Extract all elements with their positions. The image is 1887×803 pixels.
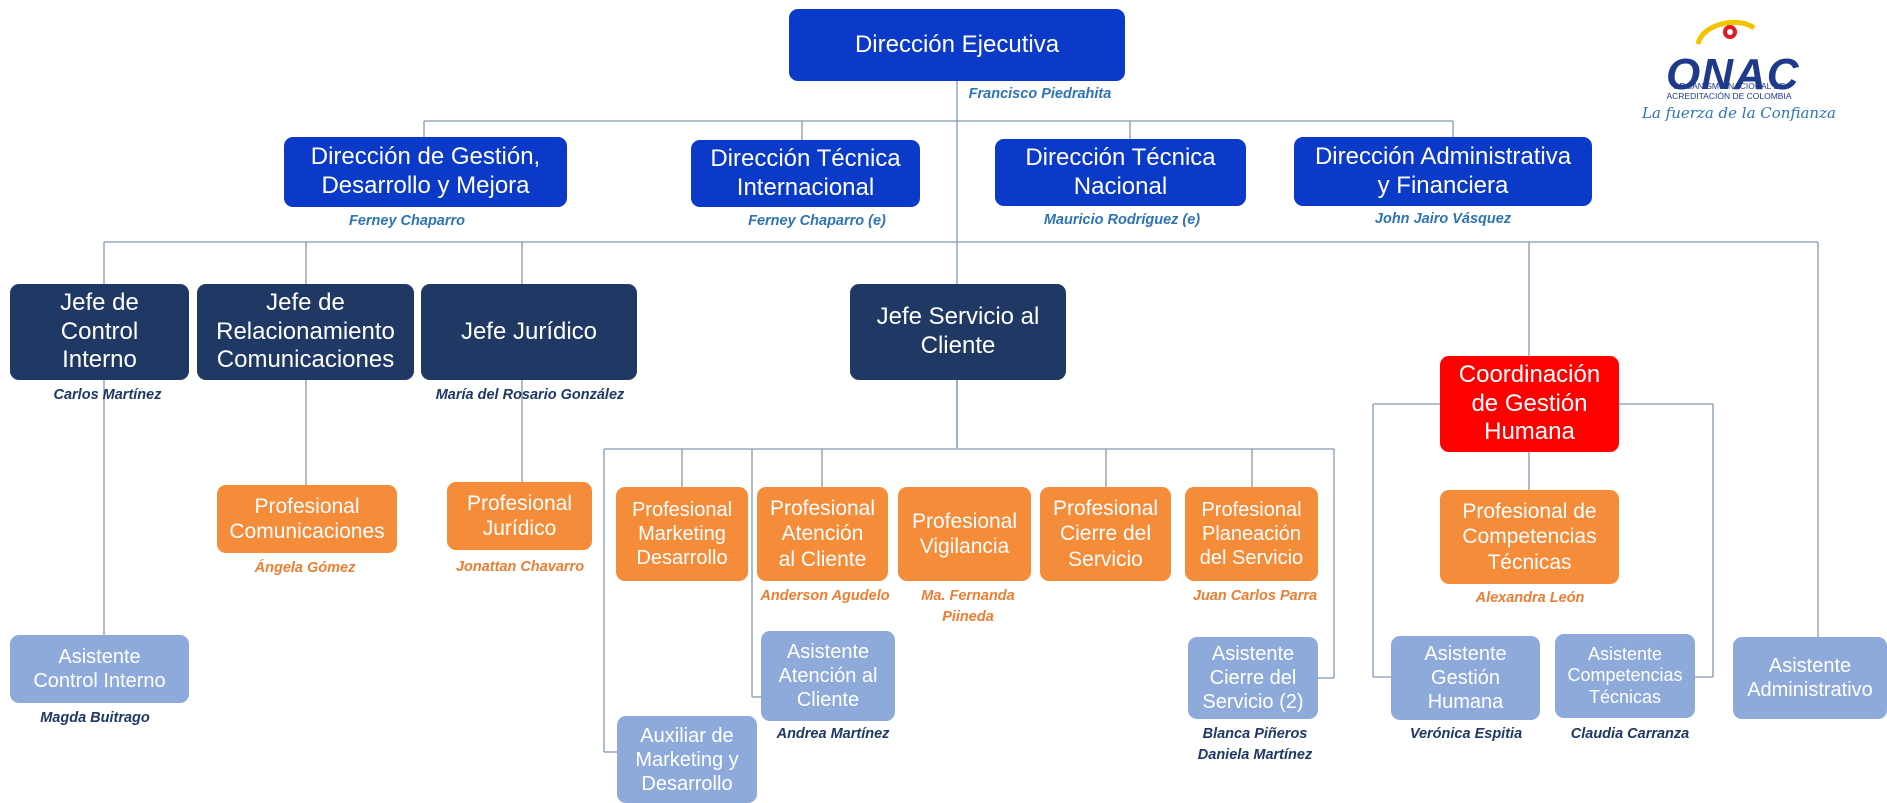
swoosh-icon <box>1695 19 1756 45</box>
name-asistente-competencias-tecnicas: Claudia Carranza <box>1570 726 1690 742</box>
box-profesional-comunicaciones[interactable]: Profesional Comunicaciones <box>217 485 397 553</box>
name-profesional-competencias-tecnicas: Alexandra León <box>1475 590 1585 606</box>
name-direccion-administrativa: John Jairo Vásquez <box>1374 211 1512 227</box>
box-coordinacion-gestion-humana[interactable]: Coordinación de Gestión Humana <box>1440 356 1619 452</box>
box-profesional-planeacion[interactable]: Profesional Planeación del Servicio <box>1185 487 1318 581</box>
name-asistente-atencion-cliente: Andrea Martínez <box>776 726 890 742</box>
box-profesional-juridico[interactable]: Profesional Jurídico <box>447 482 592 550</box>
name-direccion-tecnica-nacional: Mauricio Rodríguez (e) <box>1043 212 1201 228</box>
name-profesional-juridico: Jonattan Chavarro <box>455 559 585 575</box>
name-jefe-control-interno: Carlos Martínez <box>53 387 162 403</box>
box-jefe-juridico[interactable]: Jefe Jurídico <box>421 284 637 380</box>
logo-subtitle: ORGANISMO NACIONAL DE ACREDITACIÓN DE CO… <box>1666 81 1792 101</box>
box-asistente-control-interno[interactable]: Asistente Control Interno <box>10 635 189 703</box>
onac-logo: ONAC ORGANISMO NACIONAL DE ACREDITACIÓN … <box>1640 12 1836 124</box>
box-auxiliar-marketing[interactable]: Auxiliar de Marketing y Desarrollo <box>617 716 757 803</box>
name-asistente-gestion-humana: Verónica Espitia <box>1409 726 1523 742</box>
name-direccion-ejecutiva: Francisco Piedrahita <box>968 86 1112 102</box>
box-asistente-atencion-cliente[interactable]: Asistente Atención al Cliente <box>761 631 895 721</box>
box-direccion-gestion[interactable]: Dirección de Gestión, Desarrollo y Mejor… <box>284 137 567 207</box>
box-direccion-administrativa[interactable]: Dirección Administrativa y Financiera <box>1294 137 1592 206</box>
name-profesional-comunicaciones: Ángela Gómez <box>254 560 356 576</box>
box-direccion-ejecutiva[interactable]: Dirección Ejecutiva <box>789 9 1125 81</box>
box-jefe-relacionamiento[interactable]: Jefe de Relacionamiento Comunicaciones <box>197 284 414 380</box>
name-asistente-control-interno: Magda Buitrago <box>40 710 150 726</box>
box-profesional-competencias-tecnicas[interactable]: Profesional de Competencias Técnicas <box>1440 490 1619 584</box>
box-asistente-competencias-tecnicas[interactable]: Asistente Competencias Técnicas <box>1555 634 1695 718</box>
logo-tagline: La fuerza de la Confianza <box>1642 104 1836 122</box>
box-jefe-control-interno[interactable]: Jefe de Control Interno <box>10 284 189 380</box>
box-asistente-gestion-humana[interactable]: Asistente Gestión Humana <box>1391 636 1540 720</box>
box-asistente-cierre-servicio[interactable]: Asistente Cierre del Servicio (2) <box>1188 637 1318 719</box>
box-profesional-atencion-cliente[interactable]: Profesional Atención al Cliente <box>757 487 888 581</box>
name-profesional-vigilancia: Ma. Fernanda Piineda <box>921 588 1015 626</box>
box-jefe-servicio-cliente[interactable]: Jefe Servicio al Cliente <box>850 284 1066 380</box>
box-profesional-marketing[interactable]: Profesional Marketing Desarrollo <box>616 487 748 581</box>
box-direccion-tecnica-internacional[interactable]: Dirección Técnica Internacional <box>691 140 920 207</box>
box-asistente-administrativo[interactable]: Asistente Administrativo <box>1733 637 1887 719</box>
box-profesional-cierre-servicio[interactable]: Profesional Cierre del Servicio <box>1040 487 1171 581</box>
name-direccion-tecnica-internacional: Ferney Chaparro (e) <box>748 213 886 229</box>
name-asistente-cierre-servicio: Blanca Piñeros Daniela Martínez <box>1197 726 1313 764</box>
name-profesional-planeacion: Juan Carlos Parra <box>1192 588 1318 604</box>
name-profesional-atencion-cliente: Anderson Agudelo <box>760 588 890 604</box>
box-profesional-vigilancia[interactable]: Profesional Vigilancia <box>898 487 1031 581</box>
name-direccion-gestion: Ferney Chaparro <box>348 213 466 229</box>
name-jefe-juridico: María del Rosario González <box>435 387 625 403</box>
logo-brand: ONAC <box>1666 50 1800 99</box>
box-direccion-tecnica-nacional[interactable]: Dirección Técnica Nacional <box>995 139 1246 206</box>
